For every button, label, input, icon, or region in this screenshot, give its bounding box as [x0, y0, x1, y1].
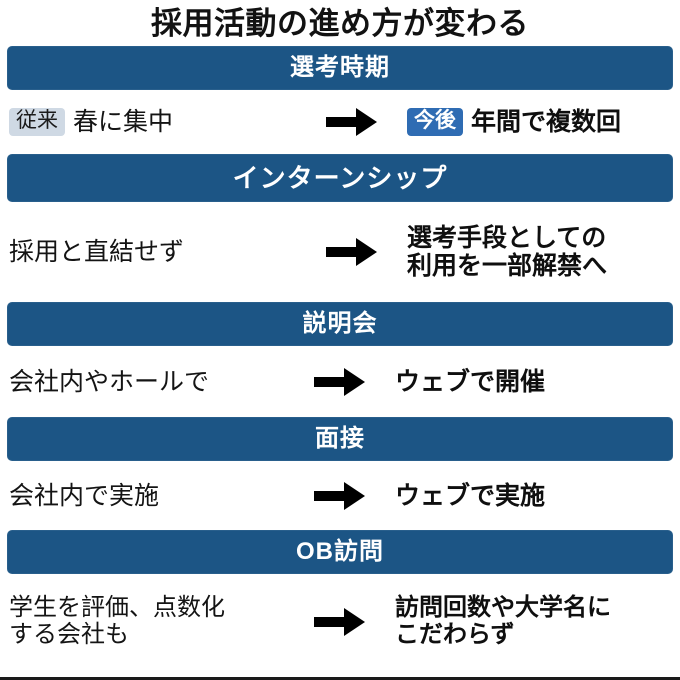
- right-arrow-icon: [309, 237, 395, 267]
- section-ob-visit: OB訪問 学生を評価、点数化 する会社も 訪問回数や大学名に こだわらず: [7, 530, 673, 670]
- right-arrow-icon: [297, 367, 383, 397]
- before-text: 春に集中: [73, 108, 173, 136]
- after-state: 訪問回数や大学名に こだわらず: [383, 594, 671, 649]
- right-arrow-icon: [309, 107, 395, 137]
- section-internship: インターンシップ 採用と直結せず 選考手段としての 利用を一部解禁へ: [7, 154, 673, 302]
- after-text-line: ウェブで開催: [395, 367, 546, 396]
- before-text-line: 春に集中: [73, 108, 174, 136]
- section-info-session: 説明会 会社内やホールで ウェブで開催: [7, 302, 673, 417]
- before-text: 採用と直結せず: [9, 238, 184, 266]
- after-text: ウェブで実施: [395, 482, 545, 510]
- section-body: 採用と直結せず 選考手段としての 利用を一部解禁へ: [7, 202, 673, 302]
- before-state: 従来 春に集中: [9, 108, 309, 136]
- after-text: 訪問回数や大学名に こだわらず: [395, 594, 611, 649]
- before-text-line: 会社内で実施: [9, 481, 160, 510]
- right-arrow-icon: [297, 481, 383, 511]
- section-header-label: 説明会: [7, 302, 673, 346]
- badge-previous: 従来: [9, 108, 65, 136]
- after-text-line: 訪問回数や大学名に: [395, 594, 611, 622]
- section-selection-period: 選考時期 従来 春に集中 今後 年間で複数回: [7, 46, 673, 154]
- section-body: 学生を評価、点数化 する会社も 訪問回数や大学名に こだわらず: [7, 574, 673, 670]
- before-state: 学生を評価、点数化 する会社も: [9, 594, 297, 649]
- before-text: 会社内で実施: [9, 482, 159, 510]
- after-text: 年間で複数回: [471, 108, 621, 136]
- section-body: 会社内で実施 ウェブで実施: [7, 461, 673, 530]
- before-text-line: 採用と直結せず: [9, 238, 185, 266]
- after-text: 選考手段としての 利用を一部解禁へ: [407, 224, 607, 280]
- section-header-label: インターンシップ: [7, 154, 673, 202]
- before-text-line: 会社内やホールで: [9, 367, 210, 396]
- section-header-label: 面接: [7, 417, 673, 461]
- after-text: ウェブで開催: [395, 368, 545, 396]
- before-text-line: する会社も: [9, 621, 129, 648]
- section-interview: 面接 会社内で実施 ウェブで実施: [7, 417, 673, 530]
- before-text: 学生を評価、点数化 する会社も: [9, 594, 225, 649]
- after-text-line: 年間で複数回: [471, 108, 622, 136]
- before-state: 会社内で実施: [9, 482, 297, 510]
- right-arrow-icon: [297, 607, 383, 637]
- page-title: 採用活動の進め方が変わる: [151, 6, 529, 41]
- after-state: ウェブで開催: [383, 368, 671, 396]
- section-header-label: 選考時期: [7, 46, 673, 90]
- badge-next: 今後: [407, 108, 463, 136]
- after-state: 今後 年間で複数回: [395, 108, 671, 136]
- after-text-line: こだわらず: [395, 621, 515, 648]
- after-state: ウェブで実施: [383, 482, 671, 510]
- before-text-line: 学生を評価、点数化: [9, 594, 225, 622]
- before-state: 会社内やホールで: [9, 368, 297, 396]
- section-header-label: OB訪問: [7, 530, 673, 574]
- section-body: 従来 春に集中 今後 年間で複数回: [7, 90, 673, 154]
- after-text-line: 選考手段としての: [407, 224, 607, 252]
- after-state: 選考手段としての 利用を一部解禁へ: [395, 224, 671, 280]
- before-text: 会社内やホールで: [9, 368, 209, 396]
- after-text-line: ウェブで実施: [395, 481, 546, 510]
- section-body: 会社内やホールで ウェブで開催: [7, 346, 673, 417]
- after-text-line: 利用を一部解禁へ: [407, 252, 608, 280]
- before-state: 採用と直結せず: [9, 238, 309, 266]
